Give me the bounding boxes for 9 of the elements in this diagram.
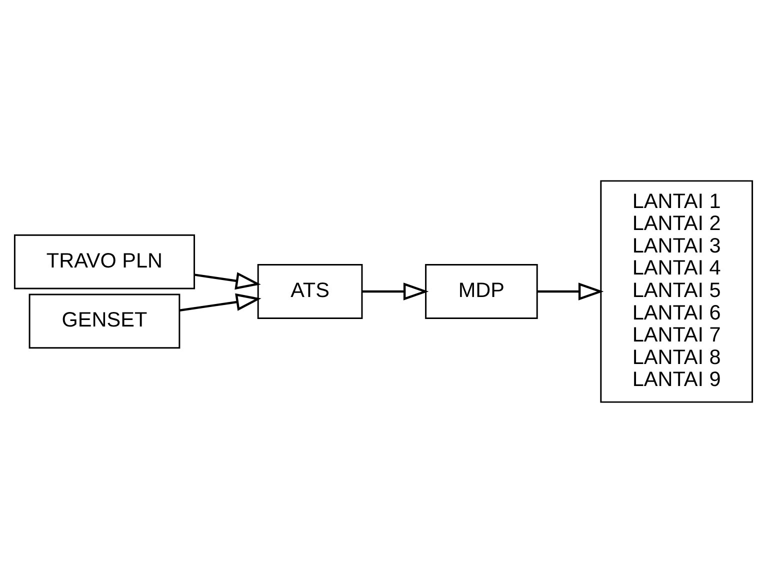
node-box: LANTAI 1 LANTAI 2 LANTAI 3 LANTAI 4 LANTAI 5 LANTAI 6 LANTAI 7 LANTAI 8 LANTAI 9 bbox=[600, 180, 754, 403]
arrow bbox=[180, 293, 262, 312]
arrow bbox=[362, 282, 429, 300]
node-box: GENSET bbox=[28, 294, 180, 349]
node-box: MDP bbox=[425, 264, 538, 319]
arrow bbox=[538, 282, 604, 300]
node-box: ATS bbox=[257, 264, 363, 319]
node-box: TRAVO PLN bbox=[14, 234, 196, 290]
arrow bbox=[194, 272, 261, 290]
